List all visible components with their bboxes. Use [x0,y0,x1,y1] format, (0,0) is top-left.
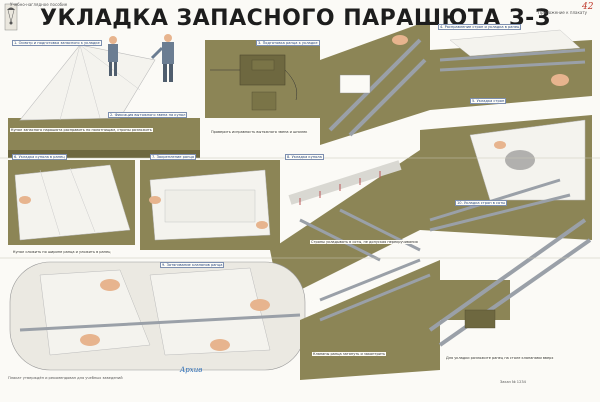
panel-8-canopy-right [420,115,592,240]
page-number: 42 [582,2,594,12]
step-label-1: 1. Осмотр и подготовка запасного к уклад… [12,40,102,47]
panel-3-straps [320,20,430,145]
step-label-2: 2. Фиксация вытяжного звена на купол [108,112,188,119]
step-label-5: 5. Укладка строп [470,98,507,105]
caption-2: Проверить исправность вытяжного звена и … [210,130,309,134]
caption-4: Купол сложить по ширине ранца и уложить … [12,250,112,254]
parachute-emblem-icon [4,3,18,31]
step-label-3: 3. Подготовка ранца к укладке [256,40,320,47]
caption-3: Стропы укладывать в соты, не допуская пе… [310,240,419,244]
step-label-9: 9. Затягивание клапанов ранца [160,262,225,269]
bottom-left-note: Плакат утверждён и рекомендован для учеб… [8,376,123,380]
bottom-right-note: Заказ № 1234 [500,380,526,384]
handwritten-sign: Архив [180,366,203,374]
step-label-6: 6. Укладка купола в ранец [12,154,67,161]
panel-2-bag [205,40,320,118]
step-label-4: 4. Расправление строп и укладка в ранец [438,24,522,31]
caption-1: Купол запасного парашюта расправить по п… [10,128,153,132]
caption-6: Для укладки разложите ранец на столе кла… [445,356,555,360]
step-label-8: 8. Укладка купола [285,154,324,161]
panel-5-fold-canopy [8,160,135,245]
panel-10-final-straps [300,218,592,380]
caption-5: Клапаны ранца затянуть и законтрить [312,352,387,356]
panel-6-canopy-in-bag [140,160,280,250]
panel-9-hands-closing [9,261,306,371]
panel-4-hands-straps [392,29,592,110]
top-right-label: Приложение к плакату [538,10,588,15]
step-label-7: 7. Закрепление ранца [150,154,197,161]
step-label-10: 10. Укладка строп в соты [455,200,508,207]
top-meta: Учебно-наглядное пособие [10,2,68,7]
